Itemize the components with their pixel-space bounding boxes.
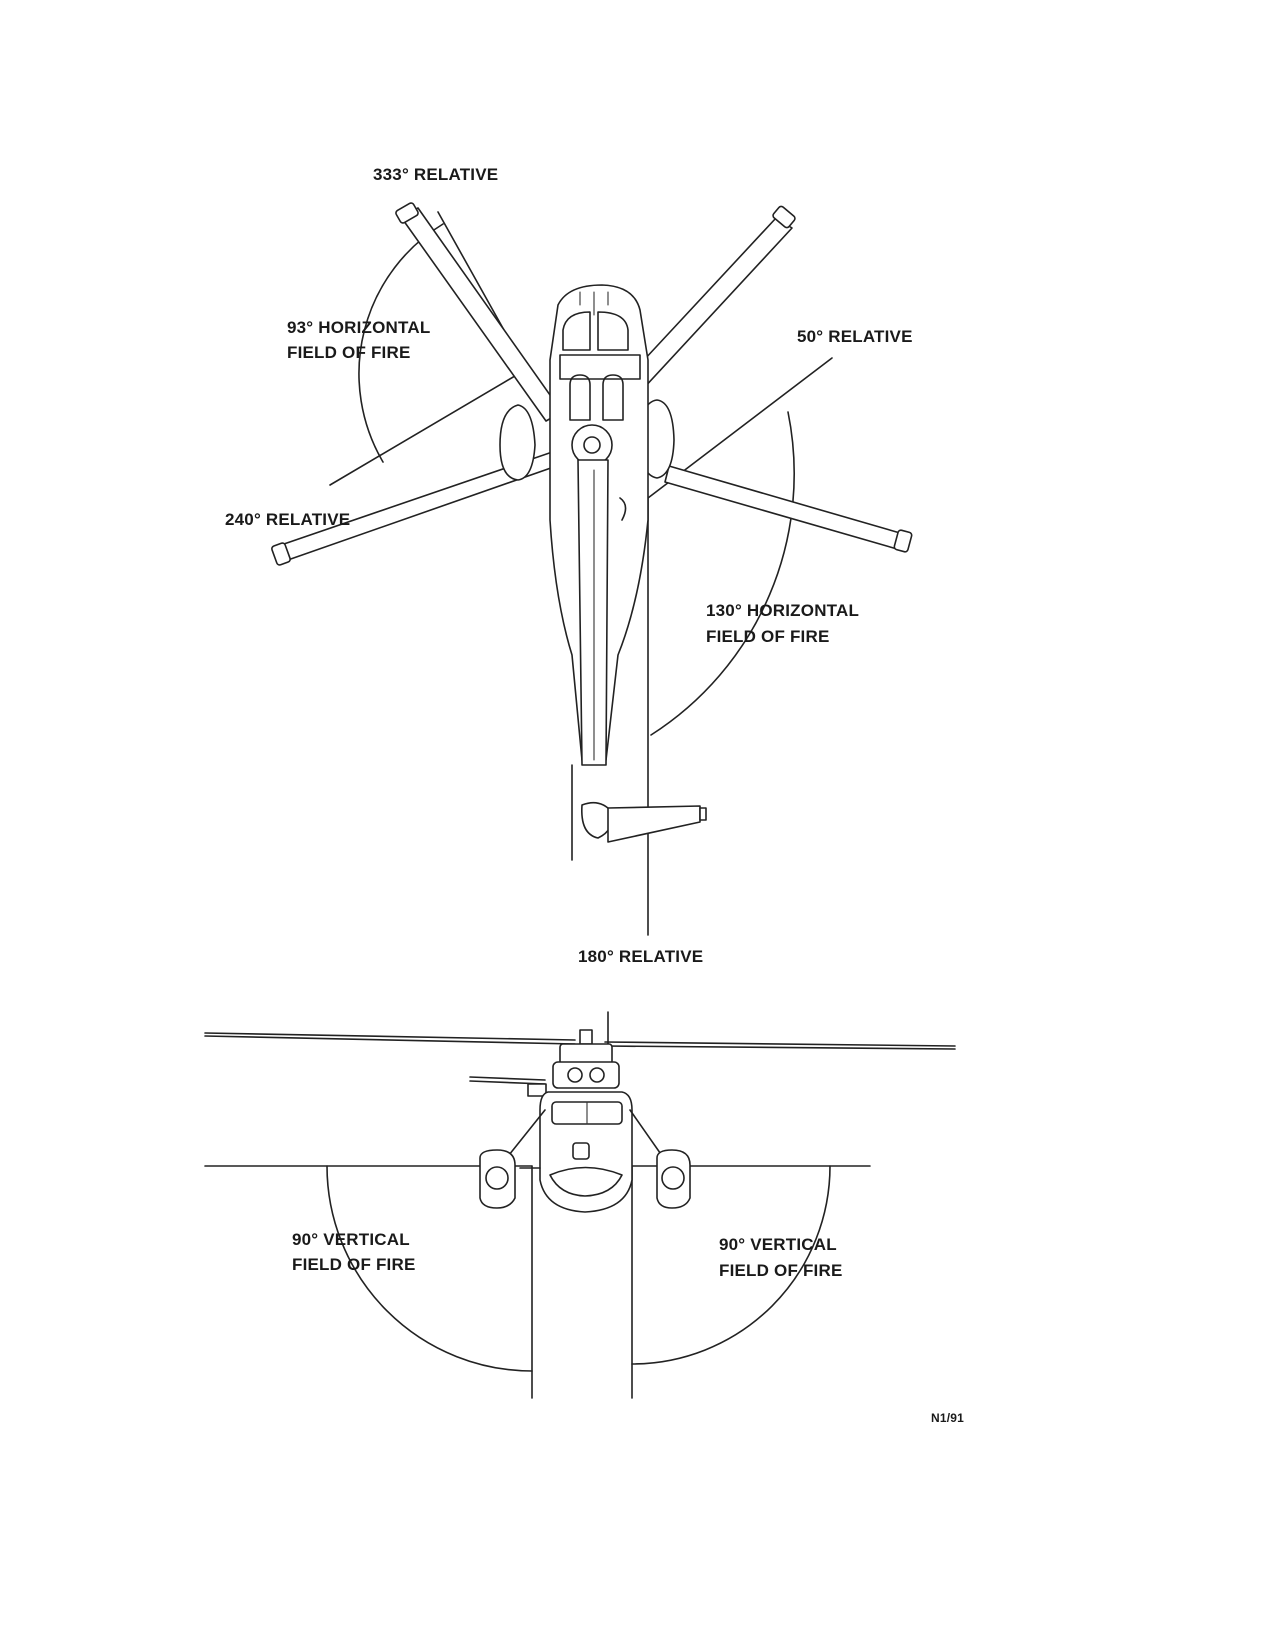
reference-line-240 [329, 372, 521, 486]
engine-right [602, 374, 624, 421]
rotor-hub [571, 424, 613, 466]
label-90-vertical-left: 90° VERTICAL [292, 1230, 410, 1249]
roof-panel [559, 354, 641, 380]
label-93-field-of-fire: FIELD OF FIRE [287, 343, 410, 362]
label-240-relative: 240° RELATIVE [225, 510, 350, 529]
rotor-blade [664, 465, 901, 550]
main-rotor [271, 202, 913, 566]
figure-code: N1/91 [931, 1411, 964, 1425]
arc-90-vertical-right [631, 1165, 831, 1365]
left-strut [504, 1109, 546, 1161]
label-180-relative: 180° RELATIVE [578, 947, 703, 966]
right-strut [629, 1109, 666, 1161]
arc-93-horizontal [358, 223, 444, 463]
rotor-blade-left [204, 1032, 576, 1041]
right-wheel [661, 1166, 685, 1190]
left-float [479, 1149, 516, 1209]
label-50-relative: 50° RELATIVE [797, 327, 913, 346]
horizontal-stabilizer [607, 805, 701, 843]
rotor-blade-left-edge [204, 1035, 576, 1045]
arc-130-horizontal [650, 411, 795, 736]
nose-window [572, 1142, 590, 1160]
rotor-hub-center [583, 436, 601, 454]
label-90-vertical-right-fof: FIELD OF FIRE [719, 1261, 842, 1280]
blade-tip [893, 529, 913, 553]
cockpit-window [562, 311, 591, 351]
stabilizer-tip [699, 807, 707, 821]
engine-intakes [552, 1061, 620, 1089]
rotor-blade-right-edge [604, 1045, 956, 1050]
front-view-helicopter [204, 1011, 956, 1399]
arc-90-vertical-left [326, 1165, 533, 1372]
blade-tip [395, 202, 419, 224]
engine-left [569, 374, 591, 421]
label-130-field-of-fire: FIELD OF FIRE [706, 627, 829, 646]
rotor-head [579, 1029, 593, 1045]
label-93-horizontal: 93° HORIZONTAL [287, 318, 430, 337]
intake-left [567, 1067, 583, 1083]
front-fuselage [539, 1091, 633, 1213]
label-333-relative: 333° RELATIVE [373, 165, 498, 184]
transmission [559, 1043, 613, 1065]
top-view-helicopter [271, 202, 913, 936]
rotor-blade [400, 207, 563, 422]
label-130-horizontal: 130° HORIZONTAL [706, 601, 859, 620]
blade-stub [469, 1076, 546, 1081]
blade-tip [271, 542, 291, 566]
label-90-vertical-right: 90° VERTICAL [719, 1235, 837, 1254]
chin-opening [549, 1166, 623, 1197]
left-sponson [499, 404, 536, 481]
right-float [656, 1149, 691, 1209]
side-bulge [527, 1083, 547, 1097]
blade-tip [772, 205, 796, 229]
label-90-vertical-left-fof: FIELD OF FIRE [292, 1255, 415, 1274]
rotor-blade-right [604, 1041, 956, 1047]
antenna [619, 497, 627, 521]
tail-boom [577, 459, 609, 766]
intake-right [589, 1067, 605, 1083]
cockpit-window [597, 311, 629, 351]
left-wheel [485, 1166, 509, 1190]
